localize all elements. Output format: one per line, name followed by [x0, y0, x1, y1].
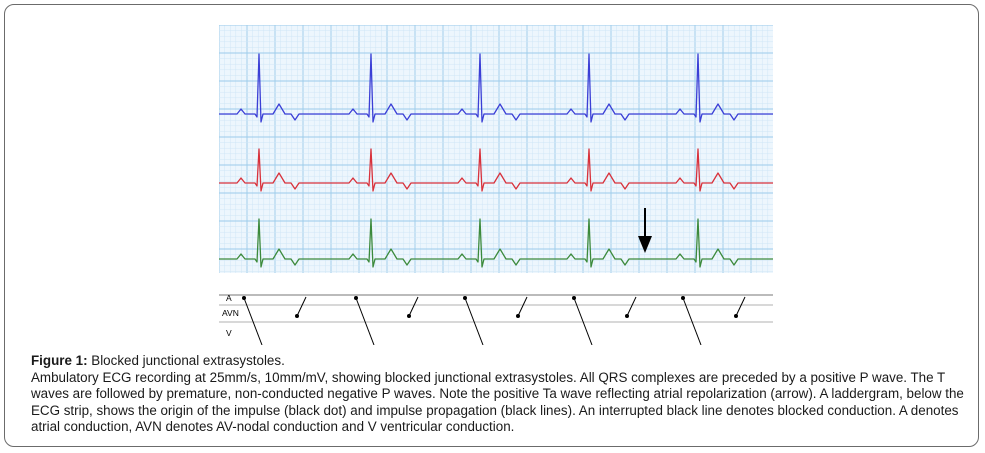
red-trace: [219, 148, 773, 192]
ecg-grid-background: [219, 25, 773, 273]
green-trace: [219, 218, 773, 268]
figure-frame: A AVN V Figure 1: Blocked junctional ext…: [4, 4, 979, 447]
figure-caption: Figure 1: Blocked junctional extrasystol…: [31, 353, 971, 436]
ta-wave-arrow: [638, 208, 652, 253]
ecg-figure: A AVN V: [219, 25, 773, 345]
caption-label: Figure 1:: [31, 353, 88, 368]
ecg-strip-with-laddergram: A AVN V: [219, 25, 773, 345]
caption-title: Blocked junctional extrasystoles.: [87, 353, 285, 368]
laddergram: A AVN V: [219, 293, 773, 345]
ladder-label-v: V: [226, 328, 232, 338]
ladder-label-a: A: [226, 293, 232, 303]
ecg-grid: [219, 25, 773, 273]
ecg-traces: [219, 53, 773, 268]
blue-trace: [219, 53, 773, 123]
caption-body: Ambulatory ECG recording at 25mm/s, 10mm…: [31, 369, 964, 435]
ladder-label-avn: AVN: [222, 308, 239, 318]
